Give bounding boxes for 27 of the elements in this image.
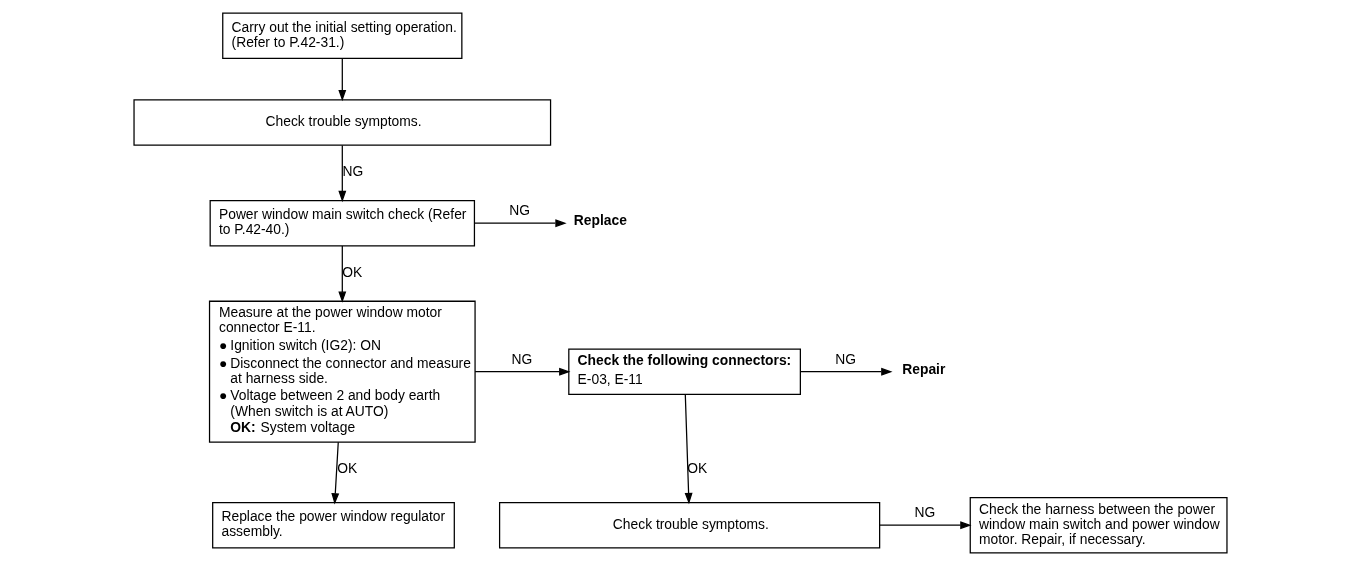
edge-label: OK	[342, 264, 363, 281]
edge-label: NG	[342, 163, 364, 180]
arrow	[338, 245, 347, 303]
node-box: Measure at the power window motor connector E-11. ● Ignition switch (IG2): ON ● Disconnect the connector and measure at harness side. ● Voltage between 2 and body earth (When switch is at AUTO) OK: System voltage	[208, 300, 476, 443]
edge-label: NG	[509, 202, 531, 219]
node-box: Carry out the initial setting operation. (Refer to P.42-31.)	[222, 12, 463, 59]
arrow	[684, 394, 693, 505]
node-box: Check trouble symptoms.	[498, 501, 881, 549]
node-box: Check the following connectors: E-03, E-11	[568, 348, 801, 395]
edge-label: NG	[835, 350, 857, 367]
node-text: Repair	[902, 360, 946, 377]
arrow	[473, 219, 567, 228]
arrow	[338, 144, 347, 203]
arrow	[338, 58, 347, 102]
node-box: Check the harness between the power window main switch and power window motor. Repair, if necessary.	[969, 496, 1228, 554]
arrow	[879, 521, 972, 530]
edge-label: NG	[914, 504, 936, 521]
edge-label: NG	[511, 350, 533, 367]
edge-label: OK	[687, 460, 708, 477]
node-box: Replace the power window regulator assembly.	[212, 501, 455, 549]
arrow	[474, 367, 571, 376]
arrow	[799, 367, 893, 376]
node-text: Replace	[573, 212, 627, 229]
node-box: Power window main switch check (Refer to P.42-40.)	[209, 199, 476, 247]
arrow	[331, 441, 340, 505]
node-box: Check trouble symptoms.	[133, 99, 552, 146]
edge-label: OK	[337, 460, 358, 477]
